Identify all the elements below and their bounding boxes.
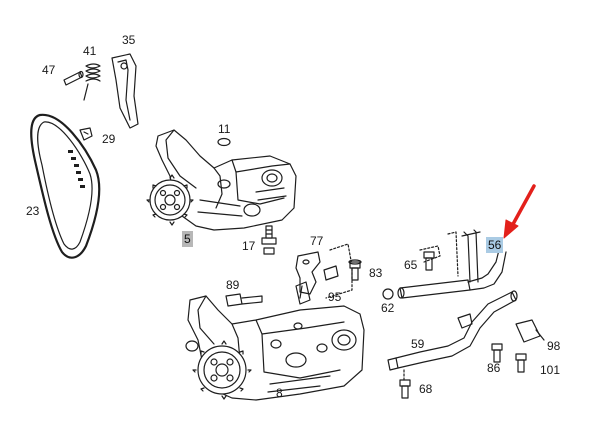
pipe-59 [387, 290, 518, 371]
label-part-62: 62 [381, 301, 395, 315]
upper-oil-pump [146, 129, 297, 231]
lower-oil-pump [185, 295, 365, 401]
bolt-89 [225, 293, 263, 307]
pin-47 [63, 70, 84, 86]
tensioner-rail-35 [111, 53, 139, 129]
label-part-23: 23 [26, 204, 40, 218]
label-part-47: 47 [42, 63, 56, 77]
bracket-77 [295, 243, 353, 299]
label-part-77: 77 [310, 234, 324, 248]
label-part-89: 89 [226, 278, 240, 292]
label-part-95: 95 [328, 290, 342, 304]
timing-chain [30, 113, 101, 259]
bolt-101 [515, 353, 527, 373]
part-95 [295, 281, 311, 305]
washer-11 [217, 137, 231, 147]
bolt-86 [491, 343, 503, 363]
label-part-101: 101 [540, 363, 561, 377]
spring-41 [83, 63, 101, 101]
oil-pipe-56 [397, 229, 507, 299]
red-arrow-icon [503, 184, 536, 239]
label-part-65: 65 [404, 258, 418, 272]
bolt-83 [348, 259, 362, 281]
clip-29 [79, 127, 93, 141]
bolt-68 [399, 369, 411, 399]
label-part-59: 59 [411, 337, 425, 351]
label-part-68: 68 [419, 382, 433, 396]
label-part-29: 29 [102, 132, 116, 146]
seal-62 [382, 288, 394, 300]
label-part-56: 56 [486, 237, 504, 253]
bracket-98 [515, 319, 545, 343]
label-part-98: 98 [547, 339, 561, 353]
label-part-17: 17 [242, 239, 256, 253]
label-part-5: 5 [182, 231, 193, 247]
bolt-65 [419, 245, 441, 271]
label-part-11: 11 [218, 122, 231, 136]
label-part-35: 35 [122, 33, 136, 47]
label-part-83: 83 [369, 266, 383, 280]
label-part-8: 8 [276, 386, 283, 400]
bolt-17 [261, 225, 277, 255]
label-part-41: 41 [83, 44, 97, 58]
label-part-86: 86 [487, 361, 501, 375]
